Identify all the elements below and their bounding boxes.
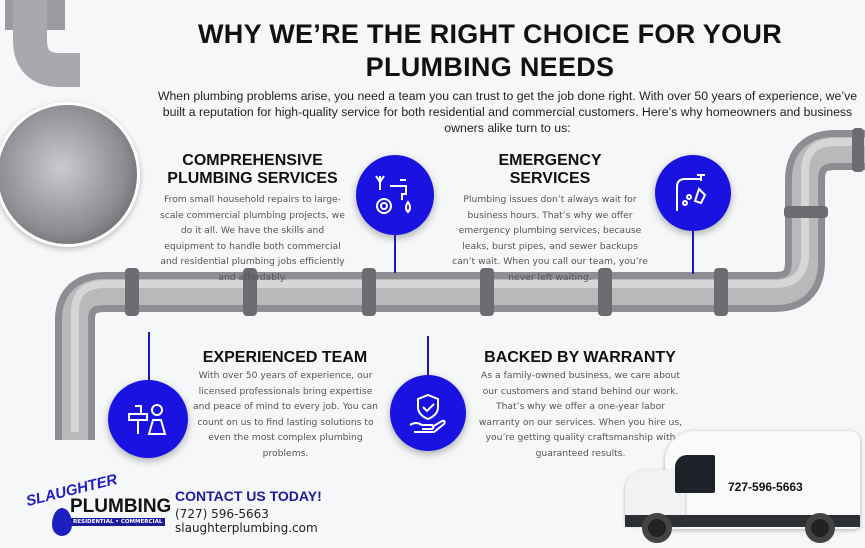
plumber-sink-icon — [108, 380, 188, 458]
connector-line — [394, 235, 396, 273]
feature-text-comprehensive: From small household repairs to large-sc… — [160, 194, 345, 283]
contact-heading: CONTACT US TODAY! — [175, 488, 322, 504]
feature-heading-warranty: BACKED BY WARRANTY — [484, 349, 676, 366]
feature-heading-comprehensive: COMPREHENSIVE PLUMBING SERVICES — [167, 152, 338, 187]
company-van: 727-596-5663 — [620, 425, 860, 543]
leaking-pipe-icon — [655, 155, 731, 231]
feature-heading-emergency: EMERGENCY SERVICES — [498, 152, 602, 187]
plumber-photo — [0, 102, 140, 247]
feature-text-warranty: As a family-owned business, we care abou… — [478, 370, 683, 459]
page-title: WHY WE’RE THE RIGHT CHOICE FOR YOUR PLUM… — [197, 19, 783, 82]
feature-heading-experienced: EXPERIENCED TEAM — [202, 349, 368, 366]
van-phone: 727-596-5663 — [728, 480, 803, 494]
connector-line — [692, 231, 694, 274]
intro-text: When plumbing problems arise, you need a… — [157, 89, 858, 135]
connector-line — [427, 336, 429, 376]
water-drop-icon — [52, 508, 72, 536]
contact-website[interactable]: slaughterplumbing.com — [175, 521, 318, 535]
feature-text-emergency: Plumbing issues don’t always wait for bu… — [452, 194, 648, 283]
company-logo: SLAUGHTER PLUMBING RESIDENTIAL • COMMERC… — [20, 471, 171, 544]
contact-phone[interactable]: (727) 596-5663 — [175, 507, 269, 521]
wrench-faucet-gear-icon — [356, 155, 434, 235]
feature-text-experienced: With over 50 years of experience, our li… — [193, 370, 378, 459]
shield-hand-icon — [390, 375, 466, 451]
connector-line — [148, 332, 150, 380]
